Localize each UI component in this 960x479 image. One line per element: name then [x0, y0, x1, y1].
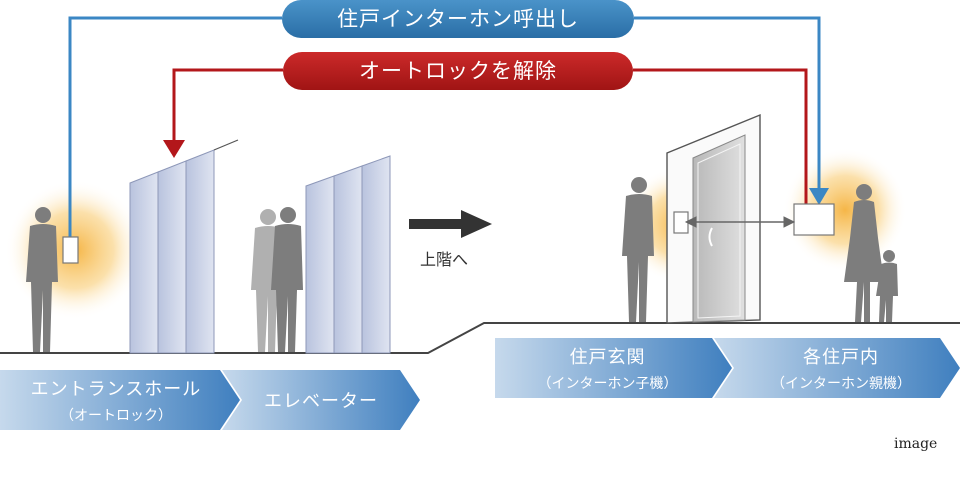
elevator-doors-icon — [305, 155, 391, 354]
call-line-left — [68, 16, 282, 237]
image-watermark: image — [894, 436, 938, 452]
unlock-line-right — [633, 68, 808, 212]
unlock-label: オートロックを解除 — [283, 52, 633, 90]
step-band-room — [714, 338, 960, 398]
call-line-right — [634, 16, 821, 190]
move-up-label: 上階へ — [420, 250, 469, 269]
step-door: 住戸玄関 （インターホン子機） — [495, 338, 720, 398]
call-arrowhead — [809, 188, 829, 205]
step-door-sub: （インターホン子機） — [537, 376, 678, 392]
autolock-doors-icon — [129, 139, 239, 354]
door-visitor-icon — [622, 177, 654, 322]
entrance-intercom-icon — [62, 236, 79, 264]
unlock-line-left — [172, 68, 283, 142]
step-band-door — [495, 338, 732, 398]
up-floor-arrow-icon — [409, 210, 492, 238]
step-entrance: エントランスホール （オートロック） — [0, 370, 232, 430]
step-elevator: エレベーター — [236, 370, 406, 430]
intercom-link-arrow-icon — [684, 216, 796, 228]
step-room-sub: （インターホン親機） — [771, 376, 911, 392]
step-entrance-sub: （オートロック） — [60, 408, 172, 424]
step-room-title: 各住戸内 — [803, 347, 879, 368]
step-door-title: 住戸玄関 — [569, 347, 646, 368]
resident-family-icon — [844, 184, 898, 322]
call-label: 住戸インターホン呼出し — [282, 0, 634, 38]
step-room: 各住戸内 （インターホン親機） — [730, 338, 952, 398]
entrance-person-icon — [26, 207, 58, 352]
step-band-entrance — [0, 370, 240, 430]
elevator-people-icon — [251, 207, 303, 352]
room-intercom-icon — [793, 203, 835, 236]
step-band-elevator — [222, 370, 420, 430]
step-elevator-title: エレベーター — [264, 391, 378, 412]
step-entrance-title: エントランスホール — [30, 379, 202, 400]
unlock-arrowhead — [163, 140, 185, 158]
unit-door-icon — [666, 113, 761, 324]
